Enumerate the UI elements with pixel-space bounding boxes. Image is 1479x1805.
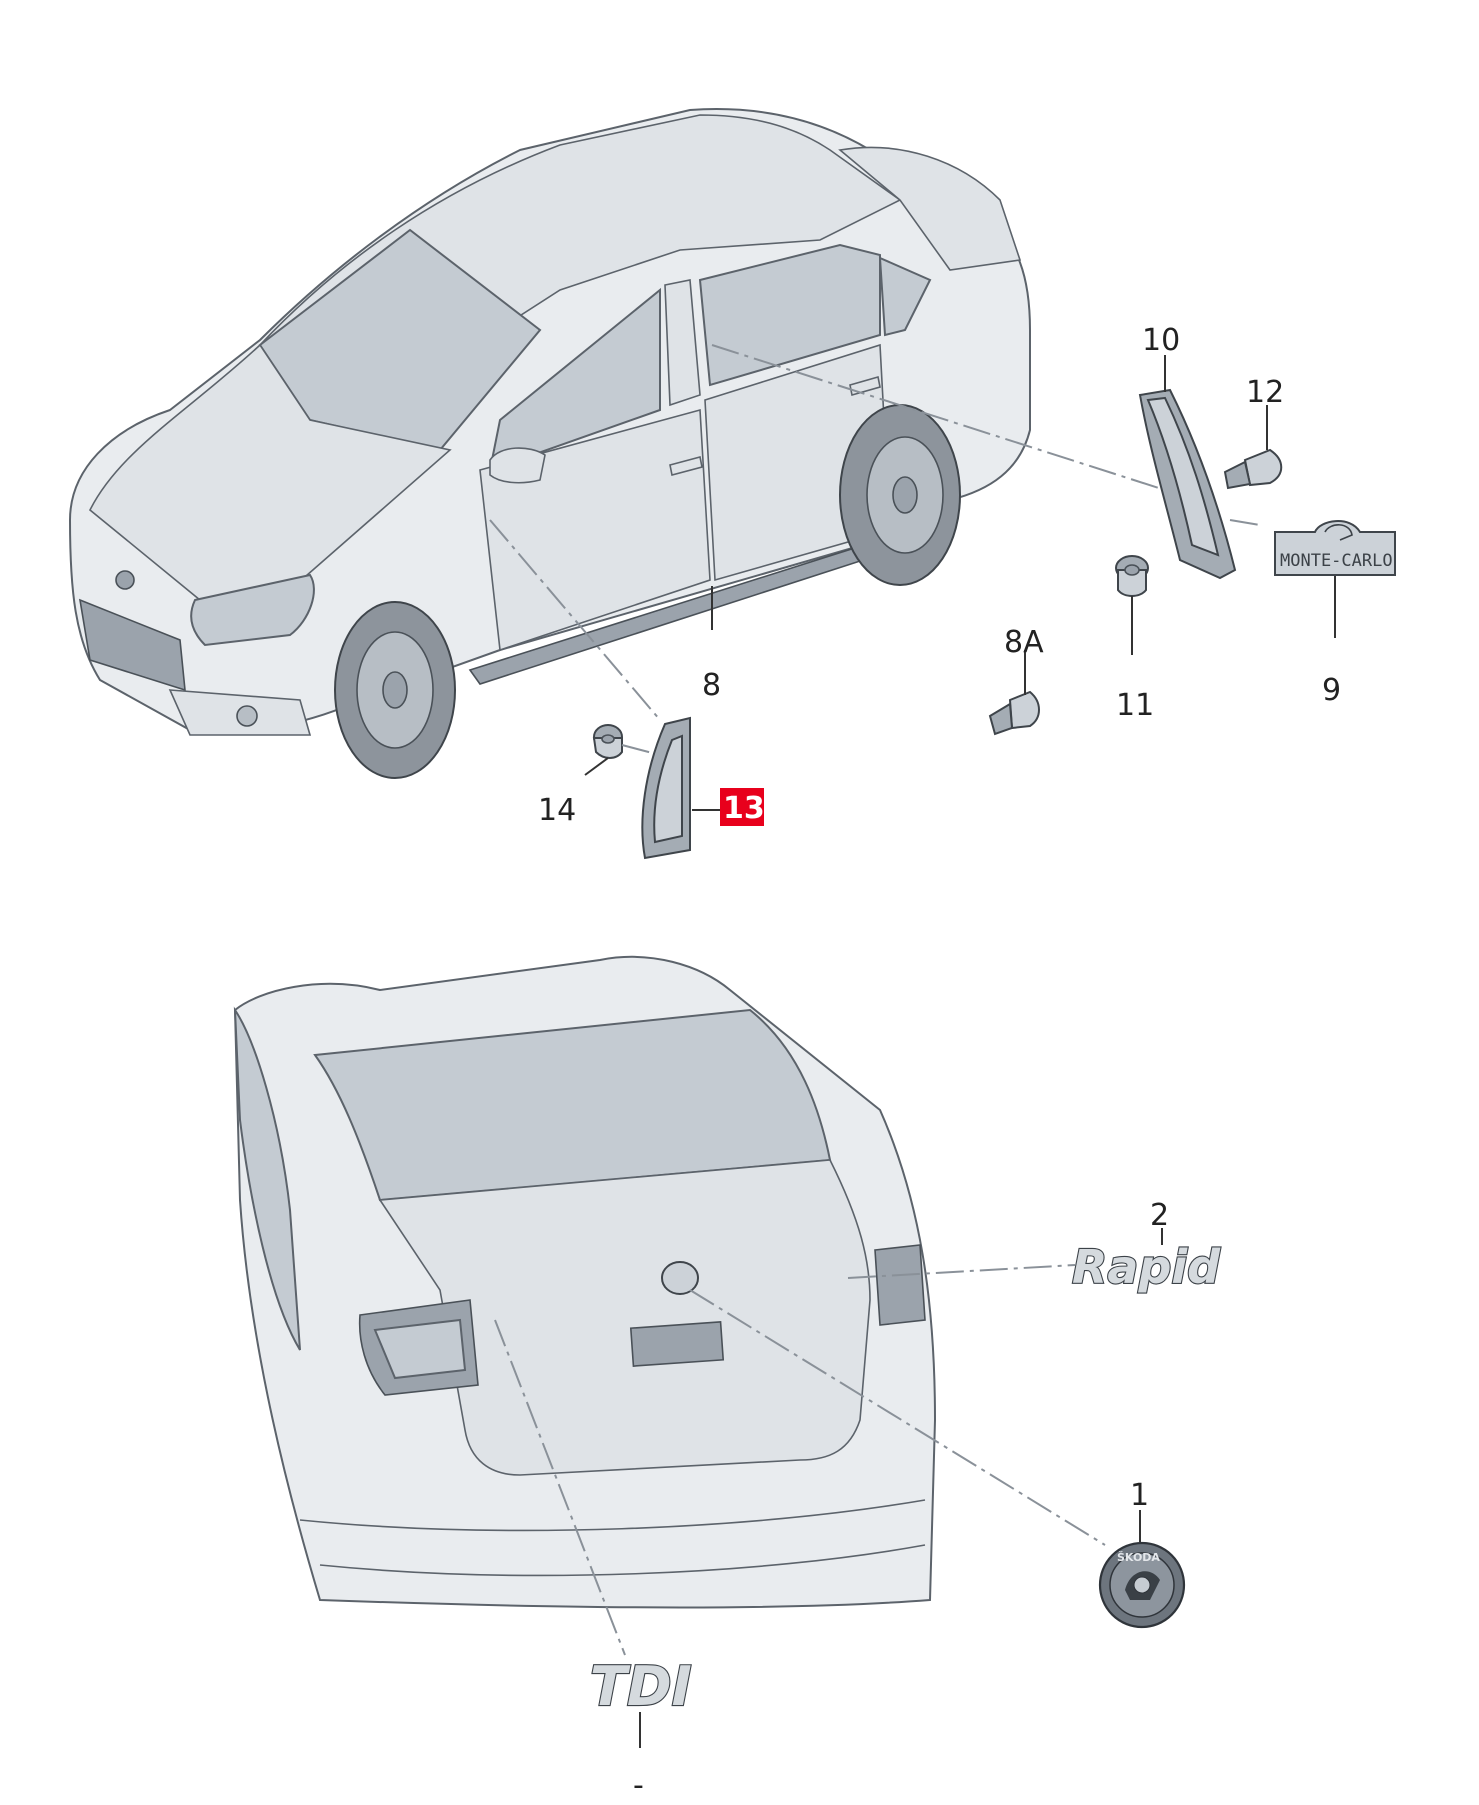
callout-8: 8 (702, 668, 721, 703)
leader-line-2 (847, 1264, 1076, 1279)
pillar-trim-part-10 (1138, 388, 1237, 580)
leader-line-9 (1229, 519, 1261, 526)
callout-14: 14 (538, 793, 576, 828)
bottom-car-illustration (233, 955, 937, 1609)
skoda-logo-icon: ŠKODA (1098, 1541, 1186, 1629)
nut-icon (1115, 555, 1149, 597)
rapid-emblem: Rapid (1072, 1240, 1221, 1294)
callout-12: 12 (1246, 375, 1284, 410)
clip-icon (1223, 448, 1283, 490)
callout-2: 2 (1150, 1198, 1169, 1233)
callout-8a: 8A (1004, 625, 1044, 660)
callout-13-highlight (720, 788, 764, 826)
tdi-emblem: TDI (590, 1655, 692, 1718)
triangle-trim-part-13 (641, 716, 691, 860)
skoda-ring-text: ŠKODA (1117, 1551, 1160, 1564)
leader-line-1 (689, 1289, 1106, 1546)
callout-tdi: - (633, 1768, 644, 1803)
monte-carlo-text: MONTE-CARLO (1280, 551, 1393, 571)
callout-10: 10 (1142, 323, 1180, 358)
callout-13: 13 (723, 791, 765, 826)
leader-line-tdi (494, 1319, 626, 1656)
leader-line-14 (621, 744, 661, 756)
callout-line-14 (584, 757, 609, 776)
callout-1: 1 (1130, 1478, 1149, 1513)
nut-icon (592, 724, 623, 759)
callout-9: 9 (1322, 673, 1341, 708)
callout-11: 11 (1116, 688, 1154, 723)
monte-carlo-badge-part-9: MONTE-CARLO (1274, 520, 1396, 576)
top-car-illustration (68, 108, 1031, 779)
leader-line-10 (711, 344, 1166, 491)
clip-icon (988, 690, 1040, 736)
